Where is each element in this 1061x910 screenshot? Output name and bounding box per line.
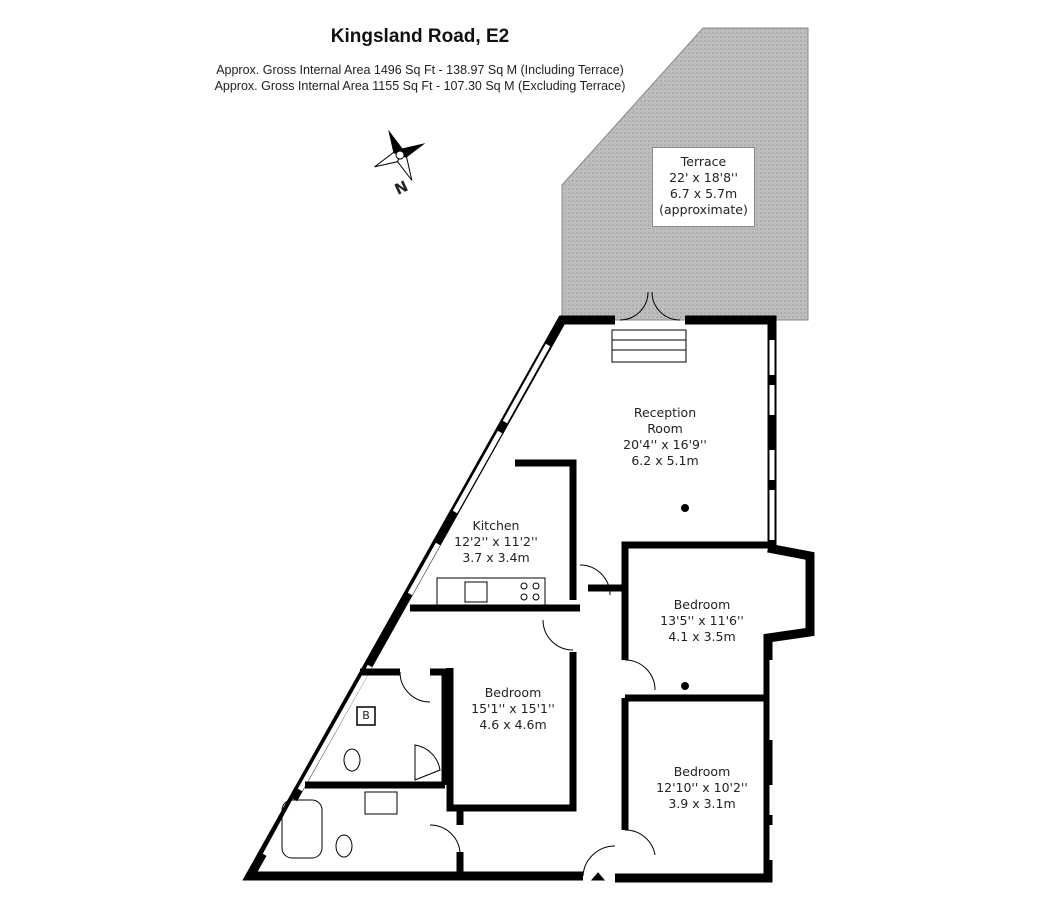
room-name: Kitchen [472,518,520,533]
room-dims-metric: 6.2 x 5.1m [631,453,699,468]
room-dims-imperial: 20'4'' x 16'9'' [623,437,707,452]
room-name: Bedroom [484,685,542,700]
room-name: Terrace [680,154,727,169]
room-name: Reception [633,405,697,420]
page-title: Kingsland Road, E2 [330,26,510,47]
room-dims-metric: 4.6 x 4.6m [479,717,547,732]
bedroom-2-label: Bedroom 15'1'' x 15'1'' 4.6 x 4.6m [453,685,573,733]
room-dims-metric: 6.7 x 5.7m [669,186,738,201]
room-dims-metric: 3.9 x 3.1m [668,796,736,811]
walls [242,291,815,883]
boiler-label: B [362,709,370,722]
reception-label: Reception Room 20'4'' x 16'9'' 6.2 x 5.1… [600,405,730,469]
room-name-line2: Room [647,421,683,436]
room-dims-imperial: 13'5'' x 11'6'' [660,613,744,628]
terrace-label: Terrace 22' x 18'8'' 6.7 x 5.7m (approxi… [652,147,755,227]
bedroom-1-label: Bedroom 13'5'' x 11'6'' 4.1 x 3.5m [642,597,762,645]
bedroom-3-label: Bedroom 12'10'' x 10'2'' 3.9 x 3.1m [642,764,762,812]
room-dims-imperial: 22' x 18'8'' [669,170,738,185]
room-dims-imperial: 12'2'' x 11'2'' [454,534,538,549]
compass-icon [374,129,426,181]
room-dims-metric: 4.1 x 3.5m [668,629,736,644]
room-name: Bedroom [673,764,731,779]
room-note: (approximate) [659,202,748,217]
room-name: Bedroom [673,597,731,612]
area-including-terrace: Approx. Gross Internal Area 1496 Sq Ft -… [216,63,624,77]
area-excluding-terrace: Approx. Gross Internal Area 1155 Sq Ft -… [214,79,626,93]
kitchen-label: Kitchen 12'2'' x 11'2'' 3.7 x 3.4m [436,518,556,566]
room-dims-imperial: 15'1'' x 15'1'' [471,701,555,716]
room-dims-imperial: 12'10'' x 10'2'' [656,780,748,795]
room-dims-metric: 3.7 x 3.4m [462,550,530,565]
